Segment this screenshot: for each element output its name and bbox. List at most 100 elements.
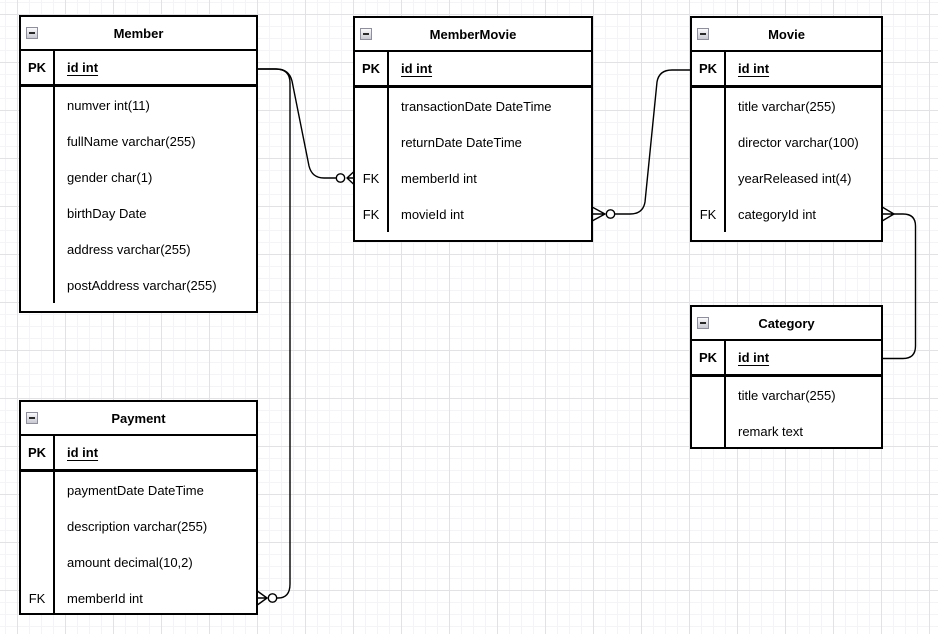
member-row-postaddress[interactable]: postAddress varchar(255) (21, 267, 256, 303)
field-label: description varchar(255) (67, 518, 208, 534)
key-label (21, 472, 55, 508)
table-category-header: Category (692, 307, 881, 341)
zero-cardinality-circle-icon (605, 209, 616, 219)
field-label: id int (738, 350, 770, 365)
category-row-title[interactable]: title varchar(255) (692, 377, 881, 413)
payment-row-memberid[interactable]: FK memberId int (21, 580, 256, 613)
field-label: title varchar(255) (738, 387, 836, 403)
key-label (21, 87, 55, 123)
membermovie-row-id[interactable]: PK id int (355, 52, 591, 88)
edge-member.id-to-membermovie.memberid[interactable] (257, 68, 355, 186)
category-row-remark[interactable]: remark text (692, 413, 881, 447)
field-label: fullName varchar(255) (67, 133, 196, 149)
key-label (692, 88, 726, 124)
field-label: categoryId int (738, 206, 817, 222)
zero-cardinality-circle-icon (335, 173, 346, 183)
member-row-birthday[interactable]: birthDay Date (21, 195, 256, 231)
collapse-minus-icon[interactable] (26, 412, 38, 424)
key-label (355, 88, 389, 124)
field-label: gender char(1) (67, 169, 153, 185)
table-title: Category (758, 315, 815, 331)
key-label (21, 544, 55, 580)
member-row-gender[interactable]: gender char(1) (21, 159, 256, 195)
membermovie-row-memberid[interactable]: FK memberId int (355, 160, 591, 196)
member-row-fullname[interactable]: fullName varchar(255) (21, 123, 256, 159)
edge-movie.id-to-membermovie.movieid[interactable] (592, 69, 691, 222)
key-label (21, 195, 55, 231)
key-label (21, 267, 55, 303)
field-label: id int (738, 61, 770, 76)
key-label: PK (355, 52, 389, 85)
key-label (355, 124, 389, 160)
payment-row-paymentdate[interactable]: paymentDate DateTime (21, 472, 256, 508)
movie-row-title[interactable]: title varchar(255) (692, 88, 881, 124)
table-title: MemberMovie (429, 26, 517, 42)
movie-row-yearreleased[interactable]: yearReleased int(4) (692, 160, 881, 196)
table-membermovie-rows: PK id int transactionDate DateTime returnDa… (355, 52, 591, 232)
collapse-minus-icon[interactable] (26, 27, 38, 39)
member-row-address[interactable]: address varchar(255) (21, 231, 256, 267)
key-label: PK (692, 52, 726, 85)
minus-glyph (700, 322, 706, 324)
collapse-minus-icon[interactable] (697, 28, 709, 40)
field-label: postAddress varchar(255) (67, 277, 217, 293)
zero-cardinality-circle-icon (267, 593, 278, 603)
key-label: PK (21, 436, 55, 469)
key-label (692, 124, 726, 160)
movie-row-categoryid[interactable]: FK categoryId int (692, 196, 881, 232)
key-label: FK (21, 580, 55, 613)
key-label: PK (21, 51, 55, 84)
crowfoot-many-icon (257, 590, 268, 606)
movie-row-id[interactable]: PK id int (692, 52, 881, 88)
edge-line (257, 68, 337, 179)
key-label: PK (692, 341, 726, 374)
table-category-rows: PK id int title varchar(255) remark text (692, 341, 881, 447)
key-label: FK (692, 196, 726, 232)
crowfoot-many-icon (882, 206, 895, 222)
edge-movie.categoryid-to-category.id[interactable] (882, 206, 917, 360)
edge-member.id-to-payment.memberid[interactable] (257, 68, 291, 606)
field-label: id int (401, 61, 433, 76)
membermovie-row-transactiondate[interactable]: transactionDate DateTime (355, 88, 591, 124)
key-label (692, 413, 726, 447)
field-label: paymentDate DateTime (67, 482, 204, 498)
payment-row-amount[interactable]: amount decimal(10,2) (21, 544, 256, 580)
table-title: Member (113, 25, 164, 41)
field-label: numver int(11) (67, 97, 150, 113)
collapse-minus-icon[interactable] (697, 317, 709, 329)
table-category[interactable]: Category PK id int title varchar(255) remar… (690, 305, 883, 449)
key-label (21, 123, 55, 159)
minus-glyph (700, 33, 706, 35)
key-label: FK (355, 196, 389, 232)
field-label: address varchar(255) (67, 241, 191, 257)
member-row-numver[interactable]: numver int(11) (21, 87, 256, 123)
payment-row-description[interactable]: description varchar(255) (21, 508, 256, 544)
minus-glyph (29, 32, 35, 34)
field-label: title varchar(255) (738, 98, 836, 114)
edge-line (614, 69, 691, 215)
category-row-id[interactable]: PK id int (692, 341, 881, 377)
field-label: memberId int (401, 170, 477, 186)
key-label (21, 508, 55, 544)
crowfoot-many-icon (592, 206, 606, 222)
field-label: director varchar(100) (738, 134, 859, 150)
key-label: FK (355, 160, 389, 196)
field-label: memberId int (67, 590, 143, 606)
membermovie-row-returndate[interactable]: returnDate DateTime (355, 124, 591, 160)
collapse-minus-icon[interactable] (360, 28, 372, 40)
key-label (692, 160, 726, 196)
field-label: transactionDate DateTime (401, 98, 552, 114)
field-label: yearReleased int(4) (738, 170, 852, 186)
movie-row-director[interactable]: director varchar(100) (692, 124, 881, 160)
table-payment-header: Payment (21, 402, 256, 436)
table-membermovie[interactable]: MemberMovie PK id int transactionDate Date… (353, 16, 593, 242)
